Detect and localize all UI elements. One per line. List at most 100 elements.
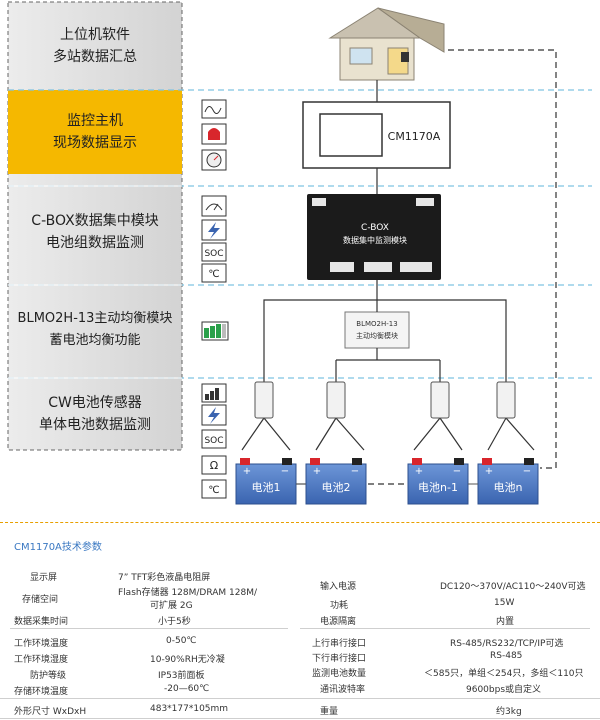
monitor-label: CM1170A [388,130,441,143]
connection-lines [241,80,535,451]
cbox-device [307,194,441,280]
spec-label: 电源隔离 [320,617,357,627]
battery-label: 电池n [494,481,523,494]
battery-sensor [326,381,346,419]
terminal-plus: + [415,466,423,477]
lightning-icon [201,219,227,241]
layer-dividers [8,185,182,379]
soc-icon [201,429,227,449]
spec-label: 存储空间 [22,595,59,605]
terminal-plus: + [243,466,251,477]
layer-highlight [8,90,182,174]
layer-separators [8,89,592,379]
monitor-screen [319,113,383,157]
spec-title: CM1170A技术参数 [14,542,102,553]
layer-title: CW电池传感器 [48,395,142,411]
spec-value: ＜585只，单组＜254只，多组＜110只 [424,669,584,679]
spec-value: IP53前面板 [158,671,205,681]
soc-icon-label: SOC [204,436,223,446]
battery-n-1 [407,458,469,505]
terminal-minus: − [523,466,531,477]
terminal-plus: + [313,466,321,477]
spec-value: -20—60℃ [164,684,210,694]
balance-device [344,311,410,349]
layer-balance: BLMO2H-13主动均衡模块 蓄电池均衡功能 [8,298,182,362]
battery-level-icon [201,383,227,403]
meter-icon [201,195,227,217]
balance-sublabel: 主动均衡模块 [356,331,398,340]
spec-label: 功耗 [330,601,349,611]
battery-label: 电池n-1 [418,481,458,494]
spec-value: RS-485 [490,651,523,661]
layer-upper-software: 上位机软件 多站数据汇总 [8,14,182,78]
balance-label: BLMO2H-13 [356,320,397,328]
spec-label: 数据采集时间 [14,617,69,627]
layer-subtitle: 蓄电池均衡功能 [49,333,141,348]
system-diagram: SOC ℃ SOC Ω ℃ CM1170A C-BOX 数据集中监测模块 BLM… [7,1,592,505]
layer-cbox: C-BOX数据集中模块 电池组数据监测 [8,200,182,264]
temperature-icon [201,263,227,283]
spec-label: 工作环境温度 [14,639,69,649]
resistance-icon-label: Ω [210,459,218,472]
layer-monitor-host: 监控主机 现场数据显示 [8,100,182,164]
spec-label: 外形尺寸 WxDxH [14,707,87,717]
spec-label: 重量 [320,707,339,717]
terminal-minus: − [453,466,461,477]
soc-icon [201,242,227,262]
battery-label: 电池2 [322,481,351,494]
battery-label: 电池1 [252,481,281,494]
layer-subtitle: 单体电池数据监测 [39,417,151,433]
temperature-icon [201,479,227,499]
spec-value: 9600bps或自定义 [466,685,542,695]
soc-icon-label: SOC [204,249,223,259]
battery-sensor [430,381,450,419]
layer-subtitle: 电池组数据监测 [46,235,144,251]
layers-panel [7,1,183,451]
temperature-icon-label: ℃ [208,485,219,496]
spec-label: 下行串行接口 [312,654,367,664]
alarm-light-icon [201,123,227,145]
battery-sensor [496,381,516,419]
spec-value: RS-485/RS232/TCP/IP可选 [450,639,564,649]
spec-value: 0-50℃ [166,636,197,646]
battery-level-icon [201,321,229,341]
layer-subtitle: 多站数据汇总 [53,49,137,65]
layer-title: 上位机软件 [60,27,130,43]
terminal-plus: + [485,466,493,477]
spec-label: 显示屏 [30,573,58,583]
battery-sensor [254,381,274,419]
spec-value: 约3kg [496,707,522,717]
spec-value: DC120～370V/AC110～240V可选 [440,582,586,592]
cbox-sublabel: 数据集中监测模块 [343,235,407,245]
terminal-minus: − [351,466,359,477]
spec-label: 防护等级 [30,671,67,681]
spec-divider [0,522,600,523]
spec-value: 483*177*105mm [150,704,229,714]
spec-value: 内置 [496,617,515,627]
layer-sensor: CW电池传感器 单体电池数据监测 [8,386,182,442]
remote-link [448,49,557,469]
cbox-label: C-BOX [361,223,389,233]
layer-title: C-BOX数据集中模块 [31,213,159,229]
battery-1 [235,458,297,505]
spec-label: 监测电池数量 [312,669,367,679]
spec-value: 7” TFT彩色液晶电阻屏 [118,573,211,583]
spec-value: 10-90%RH无冷凝 [150,655,225,665]
waveform-icon [201,99,227,119]
layer-subtitle: 现场数据显示 [53,135,137,151]
battery-2 [305,458,367,505]
gauge-icon [201,149,227,171]
house-icon [328,7,445,81]
spec-label: 输入电源 [320,582,357,592]
lightning-icon [201,404,227,426]
spec-value: Flash存储器 128M/DRAM 128M/ [118,588,257,598]
spec-table: CM1170A技术参数 显示屏 7” TFT彩色液晶电阻屏 存储空间 Flash… [0,522,600,720]
layer-title: 监控主机 [67,113,123,129]
spec-label: 上行串行接口 [312,639,367,649]
temperature-icon-label: ℃ [208,269,219,280]
spec-value: 15W [494,598,515,608]
spec-label: 工作环境湿度 [14,655,69,665]
layer-title: BLMO2H-13主动均衡模块 [17,311,173,326]
battery-n [477,458,539,505]
resistance-icon [201,455,227,475]
